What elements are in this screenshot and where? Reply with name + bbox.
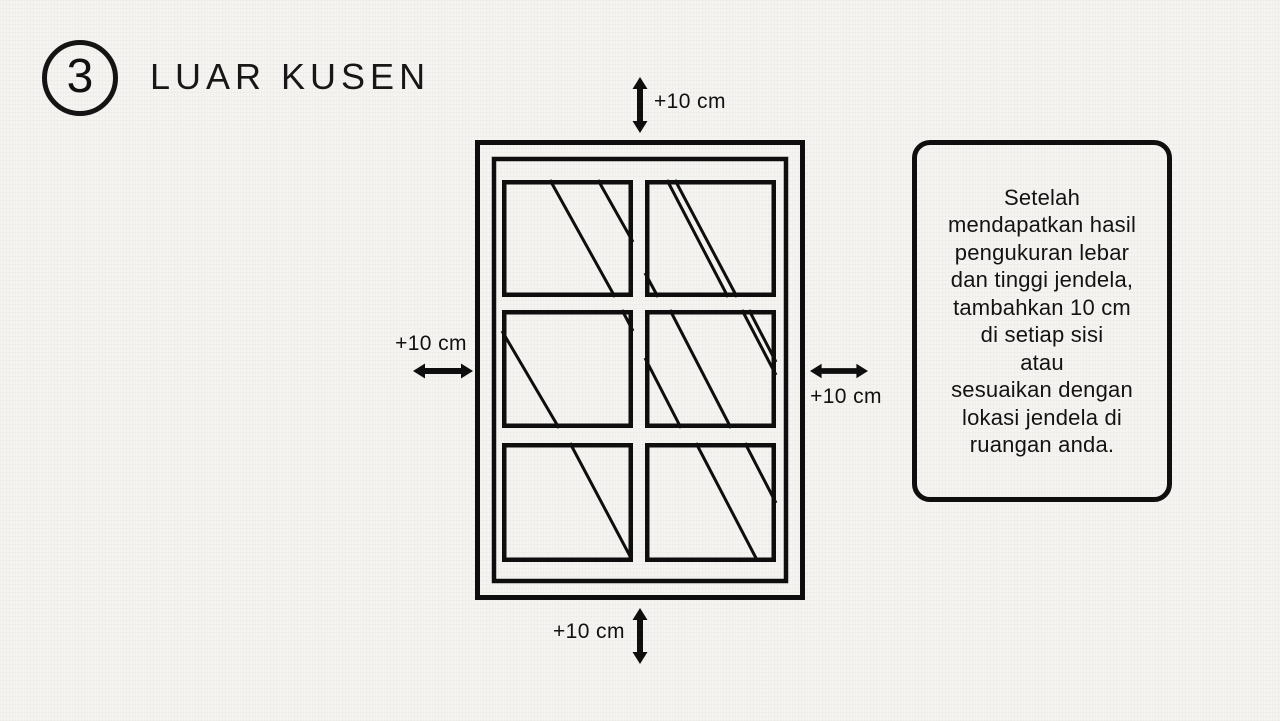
note-line: sesuaikan dengan [951,377,1133,402]
note-line: lokasi jendela di [962,404,1122,430]
double-arrow-vertical-icon [632,77,648,133]
note-box: Setelah mendapatkan hasil pengukuran leb… [912,140,1172,502]
pane-top-right [645,180,776,297]
pane-middle-right [645,310,776,428]
pane-bottom-left [502,443,633,562]
pane-bottom-right [645,443,776,562]
glass-reflection-lines [500,179,778,561]
measurement-label-top: +10 cm [654,90,726,113]
note-line: mendapatkan hasil [947,212,1137,237]
window-frame-illustration [475,140,805,600]
double-arrow-horizontal-icon [810,363,868,379]
page-title: LUAR KUSEN [150,56,431,97]
note-line: Setelah [1003,184,1080,210]
window-panes [502,180,776,562]
double-arrow-vertical-icon [632,608,648,664]
note-line: pengukuran lebar [954,239,1130,265]
note-line: tambahkan 10 cm [953,294,1131,320]
note-line: di setiap sisi [980,322,1104,347]
step-number-badge: 3 [42,40,118,116]
step-number: 3 [66,50,94,103]
measurement-label-bottom: +10 cm [553,620,625,643]
double-arrow-horizontal-icon [413,363,473,379]
note-line: atau [1020,349,1064,375]
measurement-label-left: +10 cm [395,332,467,355]
outer-frame [475,140,805,600]
inner-frame [491,156,789,584]
note-line: dan tinggi jendela, [950,267,1134,292]
pane-middle-left [502,310,633,428]
note-line: ruangan anda. [969,432,1115,457]
measurement-label-right: +10 cm [810,385,882,408]
pane-top-left [502,180,633,297]
